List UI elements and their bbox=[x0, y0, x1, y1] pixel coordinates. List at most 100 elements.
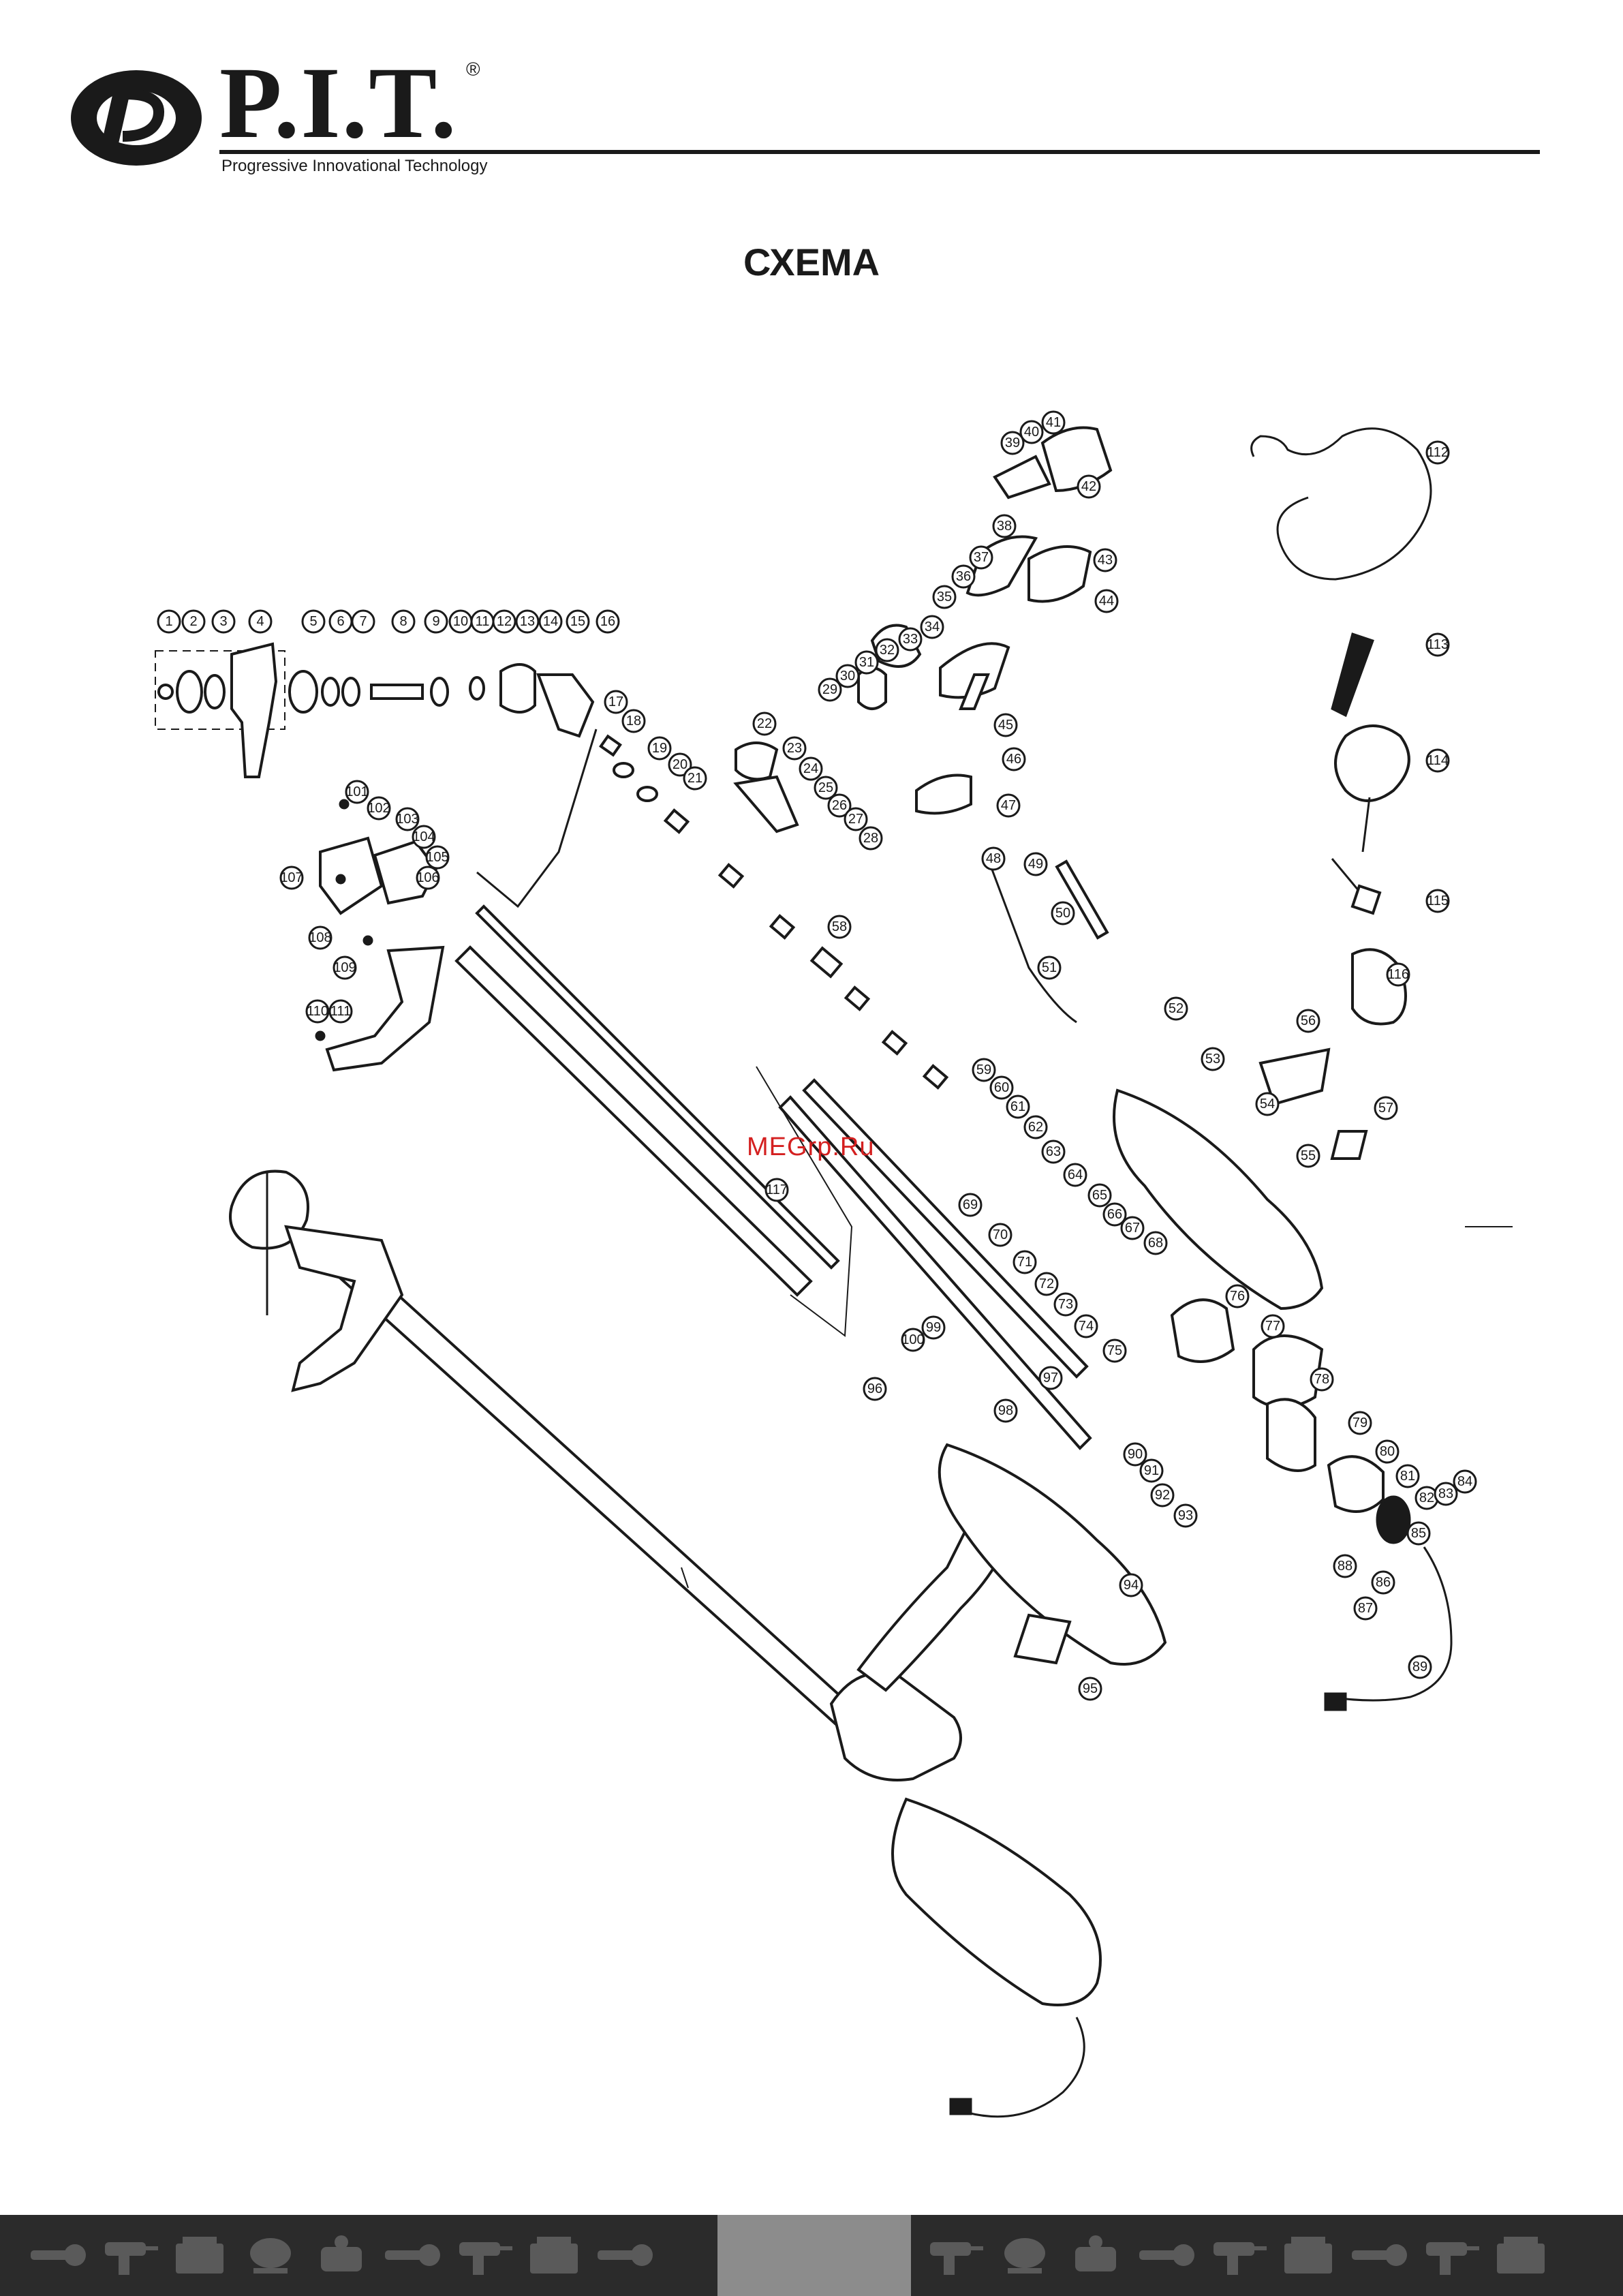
svg-text:35: 35 bbox=[937, 590, 952, 604]
svg-text:116: 116 bbox=[1387, 967, 1409, 982]
callout-89: 89 bbox=[1408, 1655, 1432, 1679]
svg-text:30: 30 bbox=[840, 669, 855, 684]
head-assembly-parts bbox=[155, 642, 598, 908]
handle-parts bbox=[733, 426, 1113, 833]
callout-109: 109 bbox=[333, 955, 357, 980]
callout-2: 2 bbox=[181, 609, 206, 634]
svg-text:25: 25 bbox=[818, 780, 833, 795]
svg-text:18: 18 bbox=[626, 714, 641, 729]
generator-icon bbox=[176, 2237, 223, 2274]
svg-text:19: 19 bbox=[652, 741, 667, 756]
svg-text:59: 59 bbox=[976, 1062, 991, 1077]
callout-69: 69 bbox=[958, 1193, 983, 1217]
callout-85: 85 bbox=[1406, 1521, 1431, 1546]
callout-88: 88 bbox=[1333, 1554, 1357, 1578]
svg-text:111: 111 bbox=[330, 1004, 351, 1019]
svg-text:88: 88 bbox=[1338, 1559, 1352, 1574]
callout-29: 29 bbox=[818, 677, 842, 702]
callout-6: 6 bbox=[328, 609, 353, 634]
svg-text:45: 45 bbox=[998, 718, 1013, 733]
compressor-icon bbox=[1075, 2235, 1116, 2271]
svg-text:44: 44 bbox=[1099, 594, 1114, 609]
svg-text:61: 61 bbox=[1010, 1099, 1025, 1114]
svg-text:76: 76 bbox=[1230, 1289, 1245, 1304]
svg-text:75: 75 bbox=[1107, 1343, 1122, 1358]
svg-text:48: 48 bbox=[986, 851, 1001, 866]
mixer-icon bbox=[1004, 2238, 1045, 2274]
svg-text:83: 83 bbox=[1438, 1486, 1453, 1501]
svg-text:2: 2 bbox=[189, 614, 197, 629]
callout-110: 110 bbox=[305, 999, 330, 1024]
svg-text:81: 81 bbox=[1400, 1469, 1415, 1484]
svg-text:93: 93 bbox=[1178, 1508, 1193, 1523]
callout-75: 75 bbox=[1102, 1338, 1127, 1363]
callout-group-accessories: 112 113 114 115 116 117 bbox=[764, 440, 1450, 1202]
svg-text:62: 62 bbox=[1028, 1120, 1043, 1135]
callout-4: 4 bbox=[248, 609, 273, 634]
svg-text:102: 102 bbox=[367, 801, 390, 816]
callout-55: 55 bbox=[1296, 1144, 1320, 1168]
svg-text:31: 31 bbox=[859, 655, 874, 670]
callout-100: 100 bbox=[901, 1328, 925, 1352]
svg-text:28: 28 bbox=[863, 831, 878, 846]
callout-32: 32 bbox=[875, 638, 899, 662]
grinder-icon bbox=[385, 2244, 440, 2266]
svg-text:29: 29 bbox=[822, 682, 837, 697]
callout-39: 39 bbox=[1000, 431, 1025, 455]
svg-text:77: 77 bbox=[1265, 1319, 1280, 1334]
svg-text:7: 7 bbox=[359, 614, 367, 629]
svg-text:91: 91 bbox=[1144, 1463, 1159, 1478]
callout-83: 83 bbox=[1434, 1482, 1458, 1506]
registered-mark: ® bbox=[466, 59, 480, 80]
svg-text:101: 101 bbox=[345, 784, 368, 799]
svg-text:73: 73 bbox=[1058, 1297, 1073, 1312]
callout-34: 34 bbox=[920, 615, 944, 639]
svg-text:107: 107 bbox=[280, 870, 303, 885]
callout-95: 95 bbox=[1078, 1677, 1102, 1701]
svg-text:86: 86 bbox=[1376, 1575, 1391, 1590]
svg-text:117: 117 bbox=[766, 1182, 788, 1197]
svg-text:38: 38 bbox=[997, 519, 1012, 534]
callout-87: 87 bbox=[1353, 1596, 1378, 1621]
callout-104: 104 bbox=[412, 825, 436, 849]
callout-group-motor: 49 50 51 52 53 54 55 56 57 78 79 80 81 8… bbox=[863, 852, 1477, 1701]
callout-50: 50 bbox=[1051, 901, 1075, 925]
accessory-parts bbox=[1250, 427, 1513, 1227]
svg-text:87: 87 bbox=[1358, 1601, 1373, 1616]
callout-38: 38 bbox=[992, 514, 1017, 538]
callout-63: 63 bbox=[1041, 1139, 1066, 1164]
svg-text:17: 17 bbox=[608, 694, 623, 709]
svg-text:52: 52 bbox=[1169, 1001, 1184, 1016]
guard-parts bbox=[315, 799, 445, 1072]
svg-text:1: 1 bbox=[165, 614, 172, 629]
callout-13: 13 bbox=[515, 609, 540, 634]
callout-56: 56 bbox=[1296, 1009, 1320, 1033]
callout-53: 53 bbox=[1201, 1047, 1225, 1071]
callout-12: 12 bbox=[492, 609, 516, 634]
callout-78: 78 bbox=[1310, 1367, 1334, 1392]
svg-text:27: 27 bbox=[848, 812, 863, 827]
svg-text:24: 24 bbox=[803, 761, 818, 776]
svg-text:84: 84 bbox=[1457, 1474, 1472, 1489]
assembled-trimmer-illustration bbox=[229, 1169, 1102, 2118]
callout-57: 57 bbox=[1374, 1096, 1398, 1120]
callout-15: 15 bbox=[566, 609, 590, 634]
svg-text:69: 69 bbox=[963, 1197, 978, 1212]
callout-49: 49 bbox=[1023, 852, 1048, 876]
svg-text:47: 47 bbox=[1001, 798, 1016, 813]
callout-30: 30 bbox=[835, 664, 860, 688]
callout-36: 36 bbox=[951, 564, 976, 589]
svg-text:106: 106 bbox=[416, 870, 439, 885]
callout-8: 8 bbox=[391, 609, 416, 634]
callout-16: 16 bbox=[596, 609, 620, 634]
callout-82: 82 bbox=[1415, 1486, 1439, 1510]
callout-71: 71 bbox=[1013, 1250, 1037, 1274]
svg-text:8: 8 bbox=[399, 614, 407, 629]
svg-text:11: 11 bbox=[476, 614, 490, 629]
callout-99: 99 bbox=[921, 1315, 946, 1340]
callout-76: 76 bbox=[1225, 1284, 1250, 1308]
callout-group-handle: 22 23 24 25 26 27 28 29 30 31 32 33 34 3… bbox=[752, 410, 1119, 871]
callout-25: 25 bbox=[814, 776, 838, 800]
callout-62: 62 bbox=[1023, 1115, 1048, 1139]
